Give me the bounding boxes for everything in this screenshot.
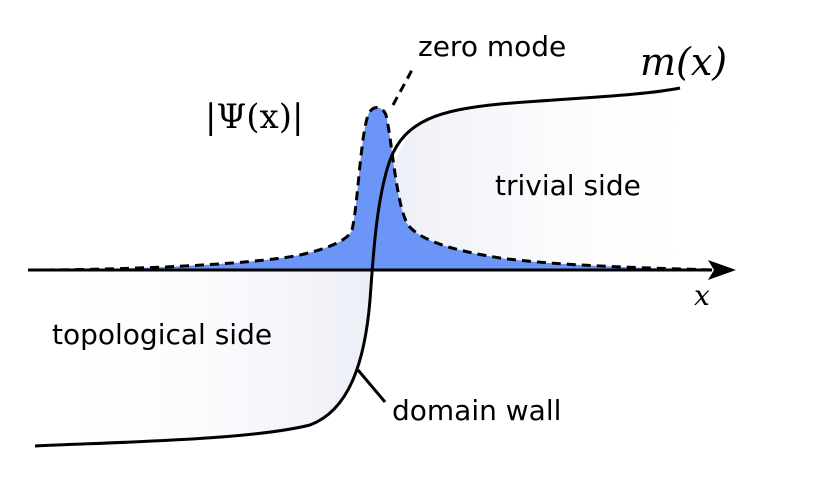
topological-side-label: topological side bbox=[52, 318, 272, 351]
wavefunction-envelope bbox=[29, 106, 716, 272]
x-axis-arrowhead bbox=[708, 260, 736, 280]
trivial-side-shading bbox=[380, 88, 720, 270]
domain-wall-pointer bbox=[356, 369, 387, 403]
zero-mode-label: zero mode bbox=[418, 30, 566, 63]
zero-mode-pointer bbox=[391, 69, 414, 106]
topological-side-shading bbox=[35, 270, 372, 446]
mass-function-label: m(x) bbox=[640, 40, 727, 84]
zero-mode-fill bbox=[30, 107, 715, 270]
mass-profile-curve bbox=[34, 86, 681, 448]
trivial-side-label: trivial side bbox=[495, 169, 641, 202]
wavefunction-label: |Ψ(x)| bbox=[205, 97, 303, 137]
domain-wall-label: domain wall bbox=[392, 394, 561, 427]
x-axis-label: x bbox=[694, 279, 710, 312]
